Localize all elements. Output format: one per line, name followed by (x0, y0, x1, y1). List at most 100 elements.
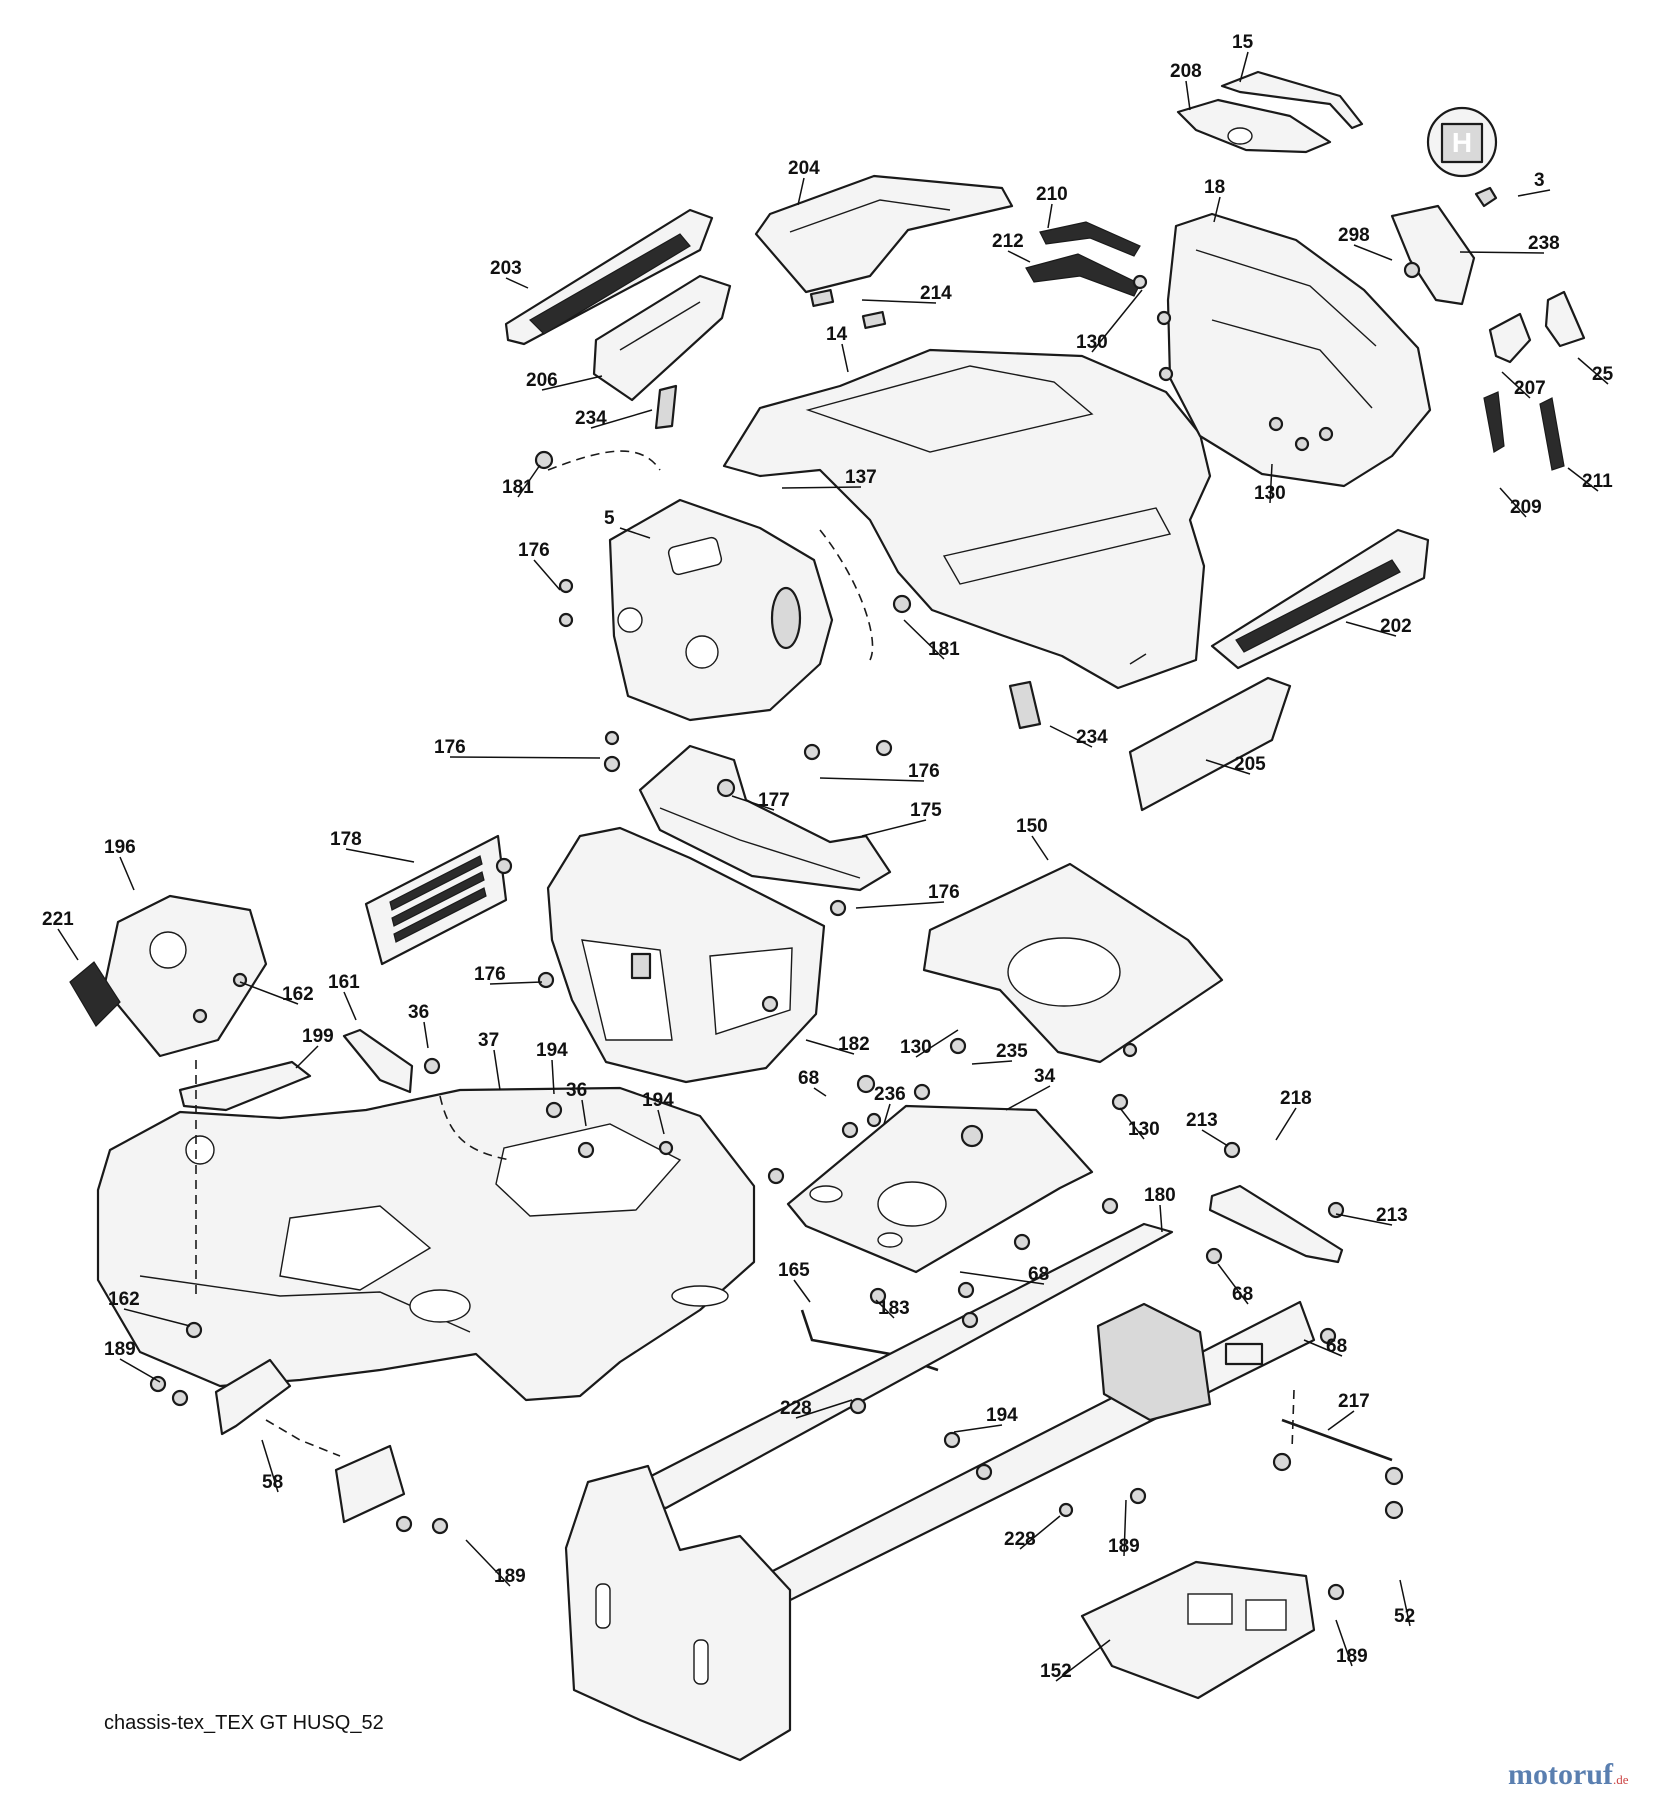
callout-label: 68 (1326, 1336, 1347, 1357)
callout-label: 204 (788, 158, 820, 179)
leader-line (343, 991, 357, 1021)
leader-line (261, 1439, 279, 1493)
leader-line (57, 928, 79, 961)
leader-line (489, 981, 543, 985)
callout-label: 58 (262, 1472, 283, 1493)
dash-and-seat-assembly (69, 450, 1295, 1524)
leader-line (875, 1299, 895, 1319)
callout-label: 161 (328, 972, 360, 993)
callout-label: 14 (826, 324, 848, 345)
callout-label: 208 (1170, 61, 1202, 82)
watermark-main: motoruf (1508, 1758, 1613, 1791)
leader-line (505, 277, 529, 289)
callout-label: 209 (1510, 497, 1542, 518)
leader-line (1213, 196, 1221, 223)
callout-label: 68 (1232, 1284, 1253, 1305)
leader-line (841, 343, 849, 373)
callout-label: 189 (494, 1566, 526, 1587)
leader-line (861, 819, 927, 837)
callout-label: 213 (1376, 1205, 1408, 1226)
callout-label: 221 (42, 909, 74, 930)
leader-line (551, 1059, 555, 1095)
leader-line (1119, 1107, 1145, 1140)
leader-line (123, 1308, 191, 1327)
diagram-caption: chassis-tex_TEX GT HUSQ_52 (104, 1712, 384, 1734)
callout-label: 130 (1076, 332, 1108, 353)
callout-label: 199 (302, 1026, 334, 1047)
callout-label: 37 (478, 1030, 499, 1051)
leader-line (295, 1045, 319, 1069)
leader-line (805, 1039, 855, 1055)
leader-line (793, 1279, 811, 1303)
leader-line (1303, 1339, 1343, 1357)
leader-line (1049, 725, 1093, 748)
leader-line (855, 901, 945, 909)
leader-line (1047, 203, 1053, 229)
leader-line (1007, 250, 1031, 263)
callout-label: 205 (1234, 754, 1266, 775)
leader-line (795, 1399, 853, 1419)
callout-label: 234 (575, 408, 607, 429)
callout-label: 236 (874, 1084, 906, 1105)
leader-line (590, 409, 653, 429)
callout-label: 196 (104, 837, 136, 858)
callout-label: 5 (604, 508, 615, 529)
callout-label: 130 (1128, 1119, 1160, 1140)
callout-label: 228 (1004, 1529, 1036, 1550)
callout-label: 68 (1028, 1264, 1049, 1285)
leader-line (1123, 1499, 1127, 1557)
callout-label: 218 (1280, 1088, 1312, 1109)
leader-line (1055, 1639, 1111, 1682)
leader-line (797, 177, 805, 206)
callout-label: 181 (928, 639, 960, 660)
callout-label: 194 (986, 1405, 1018, 1426)
callout-label: 212 (992, 231, 1024, 252)
leader-line (1185, 80, 1191, 111)
callout-label: 210 (1036, 184, 1068, 205)
leader-line (1217, 1263, 1249, 1305)
callout-label: 34 (1034, 1066, 1056, 1087)
fastener-set (149, 261, 1421, 1601)
leader-line (493, 1049, 501, 1091)
callout-label: 68 (798, 1068, 819, 1089)
callout-label: 176 (908, 761, 940, 782)
leader-line (239, 981, 299, 1005)
callout-label: 176 (928, 882, 960, 903)
leader-line (903, 619, 945, 660)
callout-label: 202 (1380, 616, 1412, 637)
callout-label: 180 (1144, 1185, 1176, 1206)
callout-label: 152 (1040, 1661, 1072, 1682)
leader-line (119, 1358, 161, 1383)
callout-label: 178 (330, 829, 362, 850)
callout-label: 228 (780, 1398, 812, 1419)
callout-label: 150 (1016, 816, 1048, 837)
callout-label: 162 (108, 1289, 140, 1310)
leader-line (423, 1021, 429, 1049)
leader-line (541, 375, 603, 391)
callout-label: 15 (1232, 32, 1254, 53)
callout-label: 189 (1108, 1536, 1140, 1557)
callout-label: 25 (1592, 364, 1614, 385)
callout-label: 203 (490, 258, 522, 279)
leader-line (1345, 621, 1397, 637)
callout-label: 162 (282, 984, 314, 1005)
leader-line (1239, 51, 1249, 83)
leader-line (1501, 371, 1531, 399)
leader-line (1275, 1107, 1297, 1141)
leader-line (1201, 1129, 1229, 1147)
callout-label: 36 (566, 1080, 587, 1101)
watermark-logo: motoruf.de (1508, 1758, 1629, 1792)
leader-line (883, 1103, 891, 1125)
callout-label: 182 (838, 1034, 870, 1055)
callout-label: 207 (1514, 378, 1546, 399)
callout-label: 238 (1528, 233, 1560, 254)
callout-label: 165 (778, 1260, 810, 1281)
callout-label: 194 (536, 1040, 568, 1061)
callout-label: 36 (408, 1002, 429, 1023)
leader-line (449, 756, 601, 759)
callout-label: 18 (1204, 177, 1225, 198)
callout-label: 189 (1336, 1646, 1368, 1667)
callout-label: 3 (1534, 170, 1545, 191)
